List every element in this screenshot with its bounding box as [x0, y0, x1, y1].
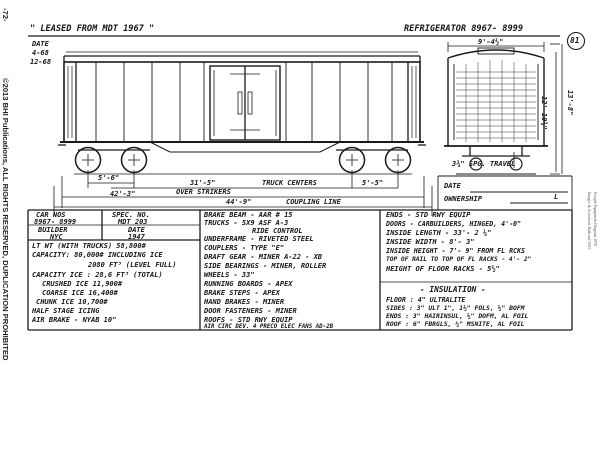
date-label: DATE — [32, 40, 49, 48]
mid-line-3: UNDERFRAME - RIVETED STEEL — [204, 235, 314, 243]
end-view-hatch — [456, 60, 536, 142]
dim-5-6: 5'-6" — [98, 174, 120, 182]
half-stage-icing-line: HALF STAGE ICING — [32, 307, 100, 315]
capacity-line: CAPACITY: 80,000# INCLUDING ICE — [32, 251, 163, 259]
over-strikers-label: OVER STRIKERS — [176, 188, 231, 196]
car-nos-label: CAR NOS — [36, 211, 66, 219]
lt-wt-line: LT WT (WITH TRUCKS) 58,800# — [32, 242, 146, 250]
spg-travel-label: 3¾" SPG. TRAVEL — [452, 160, 516, 168]
dim-31-5: 31'-5" — [190, 179, 216, 187]
page-number: -72- — [1, 8, 10, 22]
ownership-label: OWNERSHIP — [444, 195, 482, 203]
car-type-title: REFRIGERATOR 8967- 8999 — [404, 24, 523, 34]
end-width-dim: 9'-4½" — [478, 38, 504, 46]
mid-line-9: BRAKE STEPS - APEX — [204, 289, 280, 297]
side-view-car — [58, 51, 426, 153]
car-nos-value: 8967- 8999 — [34, 218, 77, 226]
mid-line-2: RIDE CONTROL — [252, 227, 303, 235]
mid-line-7: WHEELS - 33" — [204, 271, 255, 279]
mid-line-0: BRAKE BEAM - AAR # 15 — [204, 211, 293, 219]
mid-line-4: COUPLERS - TYPE "E" — [204, 244, 285, 252]
date-line-1: 4-68 — [32, 49, 49, 57]
spec-no-label: SPEC. NO. — [112, 211, 150, 219]
builder-value: NYC — [50, 233, 63, 241]
wheel-crosshairs — [82, 154, 404, 166]
end-view-dimensions — [447, 42, 563, 175]
capacity-cuft-line: 2080 FT³ (LEVEL FULL) — [88, 261, 177, 269]
right-line-3: INSIDE WIDTH - 8'- 3" — [386, 238, 475, 246]
leased-note: " LEASED FROM MDT 1967 " — [30, 24, 155, 34]
end-height-dim-1: 12'-10¾" — [540, 96, 548, 130]
date-ownership-box — [437, 175, 573, 210]
mid-line-6: SIDE BEARINGS - MINER, ROLLER — [204, 262, 327, 270]
sheet-id-circle — [566, 31, 586, 51]
right-line-6: HEIGHT OF FLOOR RACKS - 5½" — [386, 265, 500, 273]
mid-line-10: HAND BRAKES - MINER — [204, 298, 285, 306]
insulation-ends: ENDS : 3" HAIRINSUL, ½" DOFM, AL FOIL — [386, 312, 529, 320]
margin-credit: Bangor & Aroostook Railroad 1955 — [587, 192, 592, 250]
truck-centers-label: TRUCK CENTERS — [262, 179, 317, 187]
side-view-dimensions — [53, 170, 433, 216]
coupling-line-label: COUPLING LINE — [286, 198, 341, 206]
insulation-sides: SIDES : 3" ULT 1", 1½" FOLS, ½" BOFM — [386, 304, 525, 312]
date-cell-value: 1947 — [128, 233, 145, 241]
mid-line-5: DRAFT GEAR - MINER A-22 - XB — [204, 253, 323, 261]
insulation-title: - INSULATION - — [420, 285, 486, 294]
capacity-ice-line: CAPACITY ICE : 28,6 FT³ (TOTAL) — [32, 271, 163, 279]
mid-line-13: AIR CIRC DEV. 4 PRECO ELEC FANS AD-2B — [204, 324, 334, 330]
end-height-dim-2: 13'-8" — [566, 90, 574, 116]
margin-credit-2: Freight Equipment Diagram 1970 — [593, 192, 598, 247]
chunk-ice-line: CHUNK ICE 10,700# — [36, 298, 108, 306]
right-line-1: DOORS - CARBUILDERS, HINGED, 4'-0" — [386, 220, 521, 228]
right-date-label: DATE — [444, 182, 461, 190]
mid-line-12: ROOFS - STD RWY EQUIP — [204, 316, 293, 324]
right-line-2: INSIDE LENGTH - 33'- 2 ¼" — [386, 229, 492, 237]
copyright-notice: ©2013 BHI Publications, ALL RIGHTS RESER… — [1, 78, 10, 361]
mid-line-1: TRUCKS - 5X9 ASF A-3 — [204, 219, 289, 227]
crushed-ice-line: CRUSHED ICE 11,900# — [42, 280, 123, 288]
ownership-value: L — [554, 193, 559, 201]
right-line-0: ENDS - STD RWY EQUIP — [386, 211, 471, 219]
dim-44-9: 44'-9" — [226, 198, 252, 206]
date-cell-label: DATE — [128, 226, 145, 234]
side-view-trucks — [74, 146, 412, 175]
right-line-4: INSIDE HEIGHT - 7'- 9" FROM FL RCKS — [386, 247, 525, 255]
mid-line-8: RUNNING BOARDS - APEX — [204, 280, 293, 288]
spec-table-lines — [27, 209, 573, 331]
right-line-5: TOP OF RAIL TO TOP OF FL RACKS - 4'- 2" — [386, 256, 532, 263]
date-line-2: 12-68 — [30, 58, 52, 66]
mid-line-11: DOOR FASTENERS - MINER — [204, 307, 297, 315]
builder-label: BUILDER — [38, 226, 68, 234]
dim-5-5: 5'-5" — [362, 179, 384, 187]
spec-no-value: MDT 203 — [118, 218, 148, 226]
insulation-roof: ROOF : 6" FBRGLS, ¼" MSNITE, AL FOIL — [386, 320, 525, 328]
sheet-id: 81 — [570, 36, 580, 45]
insulation-floor: FLOOR : 4" ULTRALITE — [386, 296, 466, 304]
coarse-ice-line: COARSE ICE 16,400# — [42, 289, 118, 297]
end-view-car — [444, 47, 548, 175]
air-brake-line: AIR BRAKE - NYAB 10" — [32, 316, 117, 324]
dim-42-3: 42'-3" — [110, 190, 136, 198]
